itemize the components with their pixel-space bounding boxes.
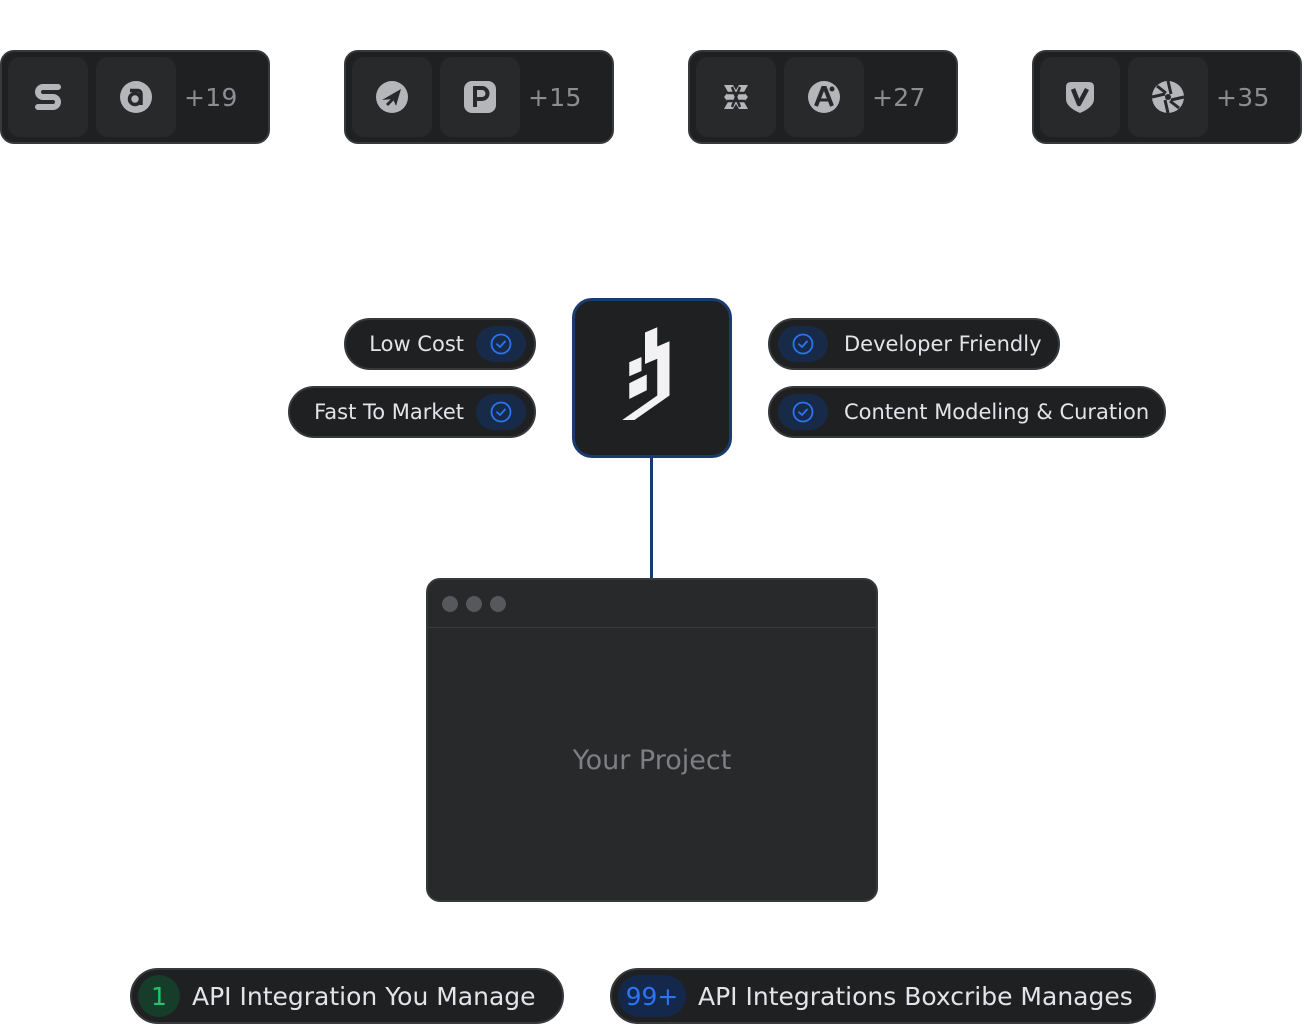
- a-star-brand-icon: [808, 81, 840, 113]
- stat-label: API Integration You Manage: [192, 981, 536, 1011]
- a-circle-brand-icon: [120, 81, 152, 113]
- benefit-label: Developer Friendly: [844, 332, 1042, 356]
- benefit-pill-content-modeling: Content Modeling & Curation: [768, 386, 1166, 438]
- integration-tile[interactable]: [440, 57, 520, 137]
- project-title: Your Project: [572, 745, 732, 776]
- window-dot: [490, 595, 506, 612]
- integration-group-2: +15: [344, 50, 614, 144]
- connector-line: [650, 458, 653, 578]
- integration-group-1: +19: [0, 50, 270, 144]
- window-dot: [442, 595, 458, 612]
- window-dot: [466, 595, 482, 612]
- stat-you-manage: 1 API Integration You Manage: [130, 968, 564, 1024]
- more-count: +15: [528, 82, 582, 112]
- benefit-label: Content Modeling & Curation: [844, 400, 1150, 424]
- benefit-pill-developer-friendly: Developer Friendly: [768, 318, 1060, 370]
- benefit-label: Low Cost: [369, 332, 464, 356]
- integration-group-3: +27: [688, 50, 958, 144]
- integration-tile[interactable]: [1128, 57, 1208, 137]
- check-circle-icon: [792, 333, 814, 355]
- check-circle-icon: [490, 401, 512, 423]
- more-count: +35: [1216, 82, 1270, 112]
- s-brand-icon: [35, 84, 61, 110]
- v-shield-brand-icon: [1066, 82, 1094, 113]
- integration-tile[interactable]: [1040, 57, 1120, 137]
- integration-tile[interactable]: [352, 57, 432, 137]
- benefit-pill-fast-to-market: Fast To Market: [288, 386, 536, 438]
- stat-boxcribe-manages: 99+ API Integrations Boxcribe Manages: [610, 968, 1156, 1024]
- integration-tile[interactable]: [696, 57, 776, 137]
- integration-tile[interactable]: [8, 57, 88, 137]
- benefit-pill-low-cost: Low Cost: [344, 318, 536, 370]
- grid-glyph-brand-icon: [724, 85, 748, 109]
- stat-count-badge: 99+: [618, 975, 686, 1017]
- integration-tile[interactable]: [784, 57, 864, 137]
- project-window: Your Project: [426, 578, 878, 902]
- integration-tile[interactable]: [96, 57, 176, 137]
- p-square-brand-icon: [464, 81, 496, 113]
- center-logo: [572, 298, 732, 458]
- benefit-label: Fast To Market: [314, 400, 464, 424]
- aperture-brand-icon: [1151, 80, 1185, 114]
- window-title-bar: [428, 580, 876, 628]
- more-count: +19: [184, 82, 238, 112]
- check-circle-icon: [490, 333, 512, 355]
- boxcribe-logo-icon: [622, 327, 670, 420]
- stat-label: API Integrations Boxcribe Manages: [698, 981, 1133, 1011]
- more-count: +27: [872, 82, 926, 112]
- integration-group-4: +35: [1032, 50, 1302, 144]
- stat-count-badge: 1: [138, 975, 180, 1017]
- check-circle-icon: [792, 401, 814, 423]
- plane-brand-icon: [376, 81, 408, 113]
